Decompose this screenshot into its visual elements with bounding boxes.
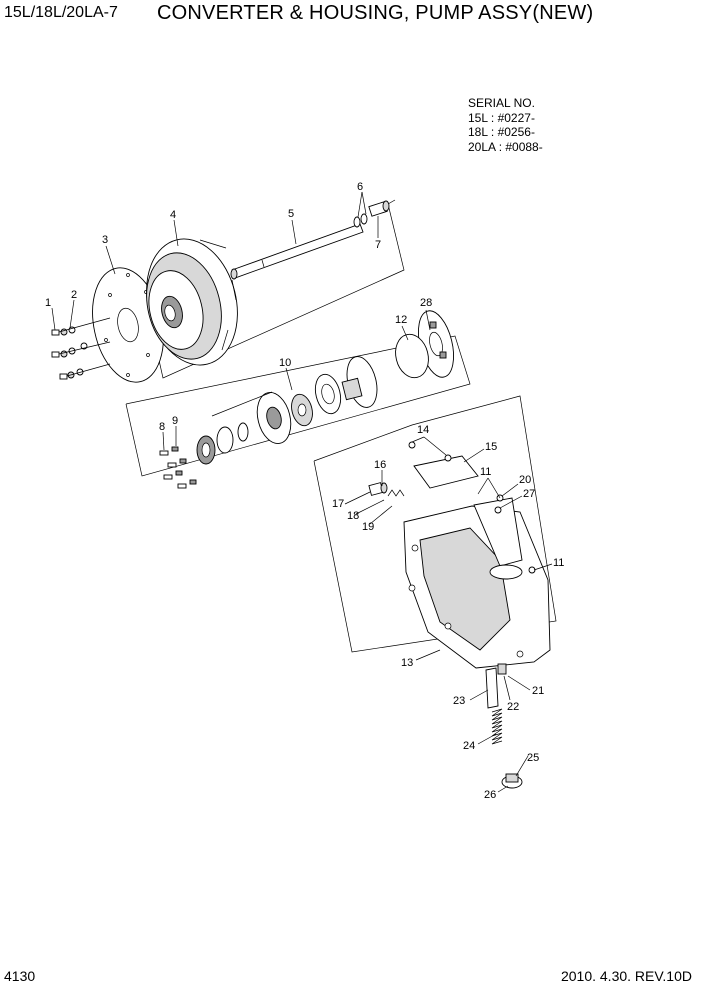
callout-9: 9 xyxy=(172,415,178,427)
callout-5: 5 xyxy=(288,208,294,220)
callout-16: 16 xyxy=(374,459,386,471)
callout-25: 25 xyxy=(527,752,539,764)
page-number: 4130 xyxy=(4,968,36,984)
serial-number-block: SERIAL NO. 15L : #0227- 18L : #0256- 20L… xyxy=(468,96,543,154)
callout-22: 22 xyxy=(507,701,519,713)
callout-23: 23 xyxy=(453,695,465,707)
assembly-frame-middle xyxy=(125,335,471,477)
plunger-part xyxy=(485,663,507,709)
cover-plate-part xyxy=(408,441,479,489)
bolt-set-left xyxy=(51,317,111,380)
flex-plate-part xyxy=(92,267,164,383)
callout-6: 6 xyxy=(357,181,363,193)
callout-15: 15 xyxy=(485,441,497,453)
callout-1: 1 xyxy=(45,297,51,309)
assembly-frame-lower xyxy=(313,395,557,653)
callout-21: 21 xyxy=(532,685,544,697)
callout-4: 4 xyxy=(170,209,176,221)
input-shaft-part xyxy=(230,223,364,280)
serial-line-18l: 18L : #0256- xyxy=(468,125,535,139)
callout-28: 28 xyxy=(420,297,432,309)
callout-13: 13 xyxy=(401,657,413,669)
callout-24: 24 xyxy=(463,740,475,752)
snap-ring-part xyxy=(353,213,368,228)
serial-heading: SERIAL NO. xyxy=(468,96,535,110)
serial-line-20la: 20LA : #0088- xyxy=(468,139,543,154)
callout-20: 20 xyxy=(519,474,531,486)
callout-27: 27 xyxy=(523,488,535,500)
callout-17: 17 xyxy=(332,498,344,510)
callout-labels: 1 2 3 4 5 6 7 8 9 10 11 11 12 13 14 15 1… xyxy=(45,181,564,801)
callout-7: 7 xyxy=(375,239,381,251)
page-title: CONVERTER & HOUSING, PUMP ASSY(NEW) xyxy=(157,2,594,24)
torque-converter-part xyxy=(146,238,238,366)
model-label: 15L/18L/20LA-7 xyxy=(4,4,118,21)
relief-valve-part xyxy=(368,482,405,497)
callout-8: 8 xyxy=(159,421,165,433)
callout-10: 10 xyxy=(279,357,291,369)
leader-lines xyxy=(51,191,553,793)
converter-housing-part xyxy=(403,494,551,669)
callout-14: 14 xyxy=(417,424,429,436)
callout-11-right: 11 xyxy=(553,557,564,569)
o-ring-part xyxy=(395,333,429,379)
return-spring-part xyxy=(491,708,503,745)
spring-cap-part xyxy=(501,773,523,789)
callout-3: 3 xyxy=(102,234,108,246)
revision-date: 2010. 4.30. REV.10D xyxy=(560,968,692,984)
callout-2: 2 xyxy=(71,289,77,301)
bushing-part xyxy=(368,200,390,217)
pump-assembly-part xyxy=(196,356,378,465)
callout-26: 26 xyxy=(484,789,496,801)
callout-11-top: 11 xyxy=(480,466,491,478)
callout-18: 18 xyxy=(347,510,359,522)
serial-line-15l: 15L : #0227- xyxy=(468,110,535,125)
pump-bolt-set xyxy=(159,446,197,489)
callout-19: 19 xyxy=(362,521,374,533)
callout-12: 12 xyxy=(395,314,407,326)
